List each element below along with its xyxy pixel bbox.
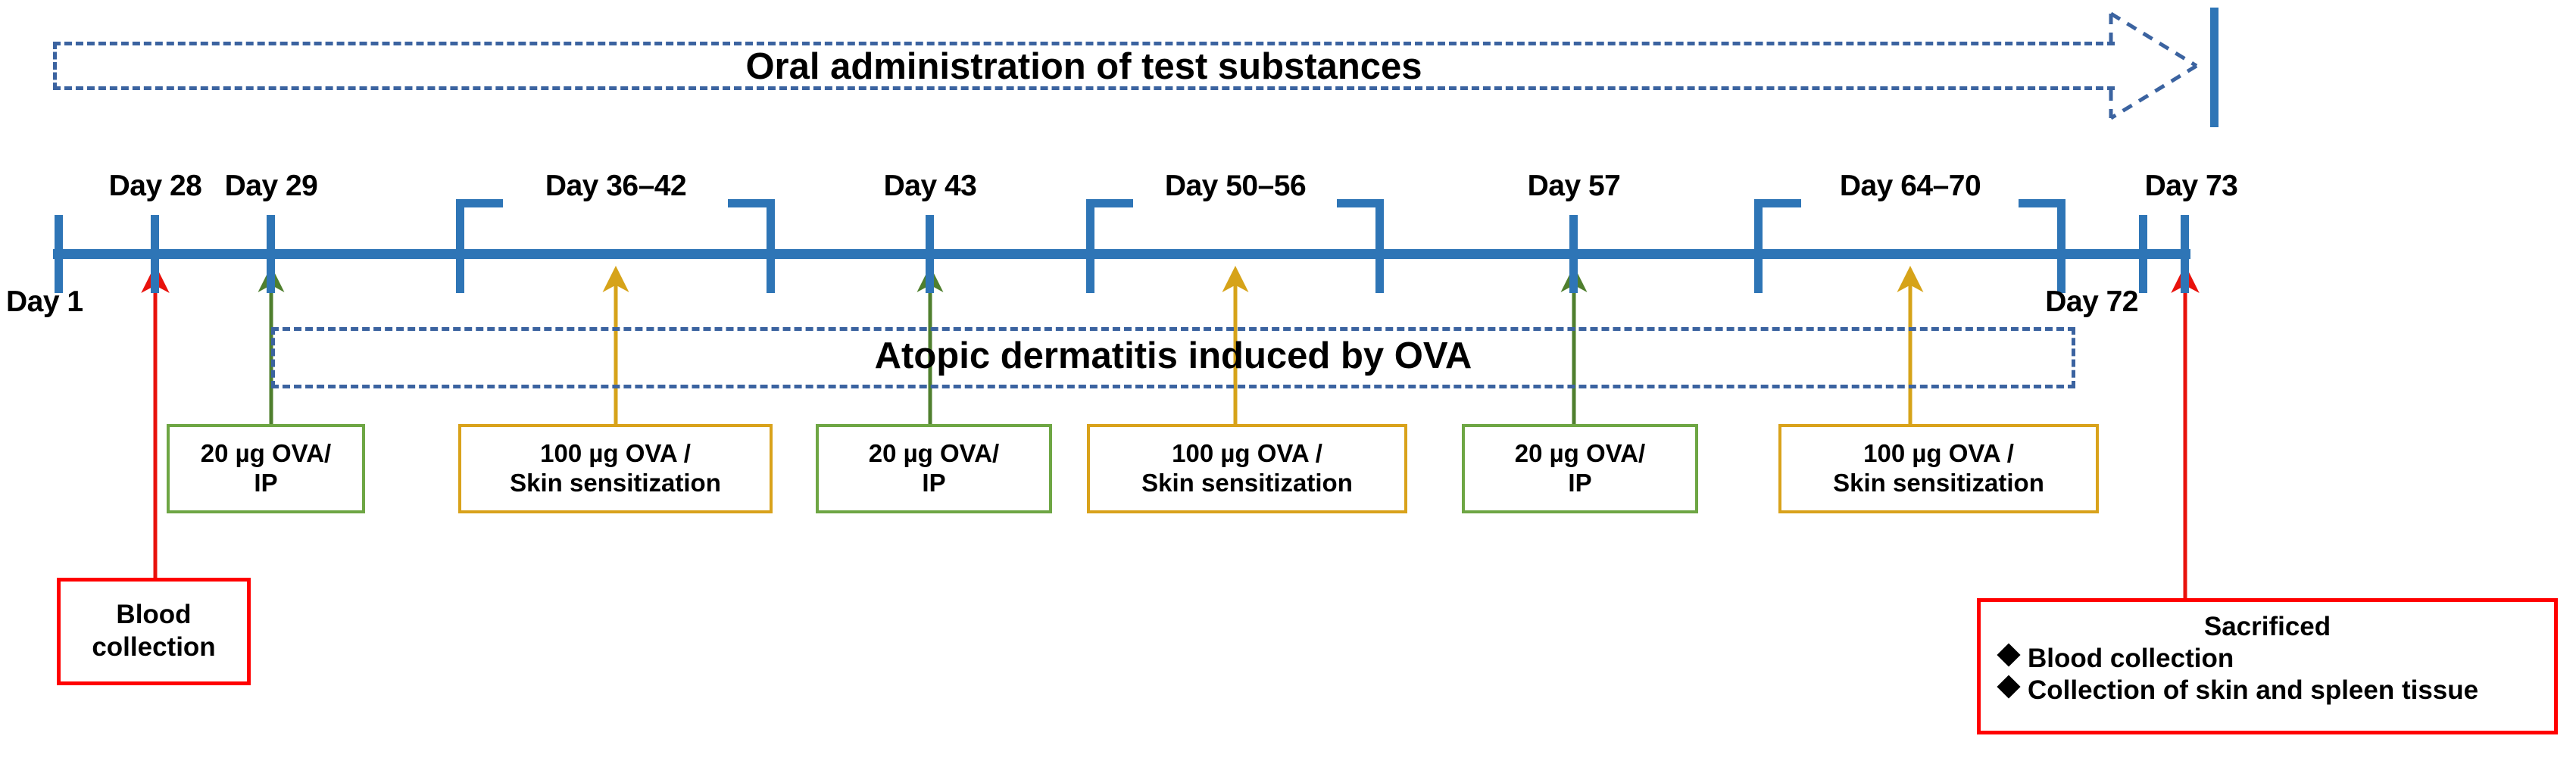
event-box-line: IP [254,469,278,497]
tick-day-1 [55,215,63,293]
event-box-ip-2[interactable]: 20 µg OVA/ IP [816,424,1052,513]
bracket-stub-day-64 [1754,199,1801,207]
label-day-43: Day 43 [883,170,977,202]
event-box-ip-3[interactable]: 20 µg OVA/ IP [1462,424,1698,513]
event-box-line: 100 µg OVA / [540,439,691,468]
induction-band-box [271,327,2075,388]
label-day-28: Day 28 [108,170,202,202]
blood-collection-line: Blood [116,600,192,630]
event-box-line: 100 µg OVA / [1863,439,2014,468]
event-box-line: Skin sensitization [1833,469,2044,497]
tick-day-64 [1754,199,1763,293]
label-day-29: Day 29 [224,170,318,202]
blood-collection-box[interactable]: Blood collection [57,578,251,685]
label-day-36-42: Day 36–42 [545,170,687,202]
event-box-skin-1[interactable]: 100 µg OVA / Skin sensitization [458,424,773,513]
oral-admin-arrowhead [2109,8,2218,127]
tick-day-43 [926,215,934,293]
event-box-line: 20 µg OVA/ [200,439,332,468]
oral-admin-banner-body [53,42,2115,90]
label-day-57: Day 57 [1527,170,1621,202]
label-day-64-70: Day 64–70 [1839,170,1981,202]
tick-day-28 [151,215,159,293]
sacrificed-title: Sacrificed [2203,612,2331,641]
tick-day-57 [1569,215,1578,293]
bracket-stub-day-56 [1337,199,1384,207]
induction-band-label: Atopic dermatitis induced by OVA [874,335,1472,376]
tick-day-29 [267,215,275,293]
event-box-ip-1[interactable]: 20 µg OVA/ IP [167,424,365,513]
sacrificed-box[interactable]: Sacrificed Blood collection Collection o… [1977,598,2558,734]
bracket-stub-day-36 [456,199,503,207]
event-box-line: 100 µg OVA / [1172,439,1322,468]
sacrificed-bullet-label: Blood collection [2028,644,2234,673]
event-box-skin-2[interactable]: 100 µg OVA / Skin sensitization [1087,424,1407,513]
diamond-bullet-icon [1997,643,2021,667]
tick-day-36 [456,199,464,293]
timeline-axis [53,249,2190,259]
event-box-skin-3[interactable]: 100 µg OVA / Skin sensitization [1778,424,2099,513]
event-box-line: IP [922,469,946,497]
blood-collection-line: collection [92,632,216,662]
sacrificed-bullet-row: Collection of skin and spleen tissue [1997,675,2554,706]
label-day-73: Day 73 [2144,170,2238,202]
tick-day-42 [767,199,775,293]
event-box-line: 20 µg OVA/ [868,439,1000,468]
bracket-stub-day-50 [1086,199,1133,207]
label-day-1: Day 1 [6,285,83,318]
sacrificed-bullet-label: Collection of skin and spleen tissue [2028,675,2479,705]
event-box-line: 20 µg OVA/ [1514,439,1646,468]
tick-day-70 [2057,199,2065,293]
tick-day-73 [2181,215,2189,293]
label-day-50-56: Day 50–56 [1164,170,1307,202]
tick-day-72 [2139,215,2147,293]
event-box-line: IP [1568,469,1592,497]
tick-day-56 [1375,199,1384,293]
bracket-stub-day-42 [728,199,775,207]
label-day-72: Day 72 [2045,285,2138,318]
event-box-line: Skin sensitization [1141,469,1353,497]
tick-day-50 [1086,199,1094,293]
oral-admin-banner-label: Oral administration of test substances [745,46,1422,87]
event-box-line: Skin sensitization [510,469,721,497]
bracket-stub-day-70 [2019,199,2065,207]
sacrificed-bullet-row: Blood collection [1997,643,2554,675]
diamond-bullet-icon [1997,675,2021,699]
